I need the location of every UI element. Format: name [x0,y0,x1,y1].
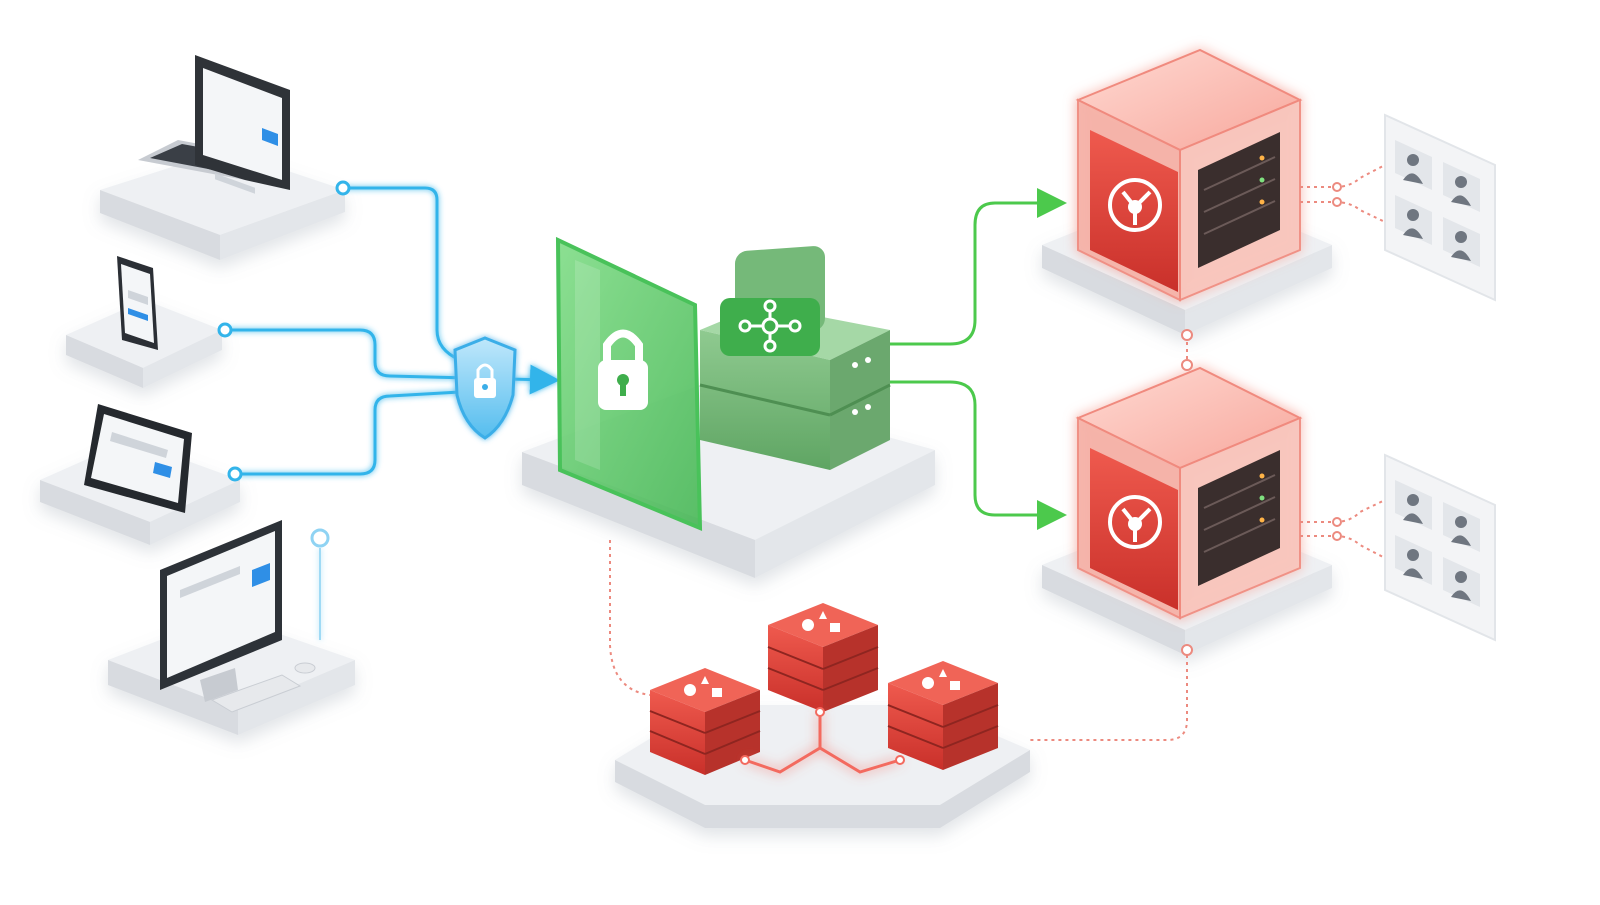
tablet-client [40,404,240,545]
server-cube-bottom [1042,368,1332,655]
user-panel-top [1385,115,1495,300]
server-stack-icon [700,245,890,470]
desktop-client [108,520,355,735]
laptop-link [343,188,460,360]
desktop-port [312,530,328,546]
cache-cluster [615,603,1030,828]
tablet-port [229,468,241,480]
shield-lock-icon [455,338,515,438]
database-stack-icon [768,603,878,712]
gateway-to-top-server [890,203,1055,344]
smartphone-client [66,256,222,388]
gateway-node [522,240,935,578]
laptop-port [337,182,349,194]
user-links [1300,165,1385,558]
laptop-client [100,55,345,260]
smartphone-icon [117,256,158,350]
network-hub-icon [720,298,820,356]
phone-port [219,324,231,336]
user-panel-bottom [1385,455,1495,640]
server-cube-top [1042,50,1332,335]
tablet-link [235,392,460,474]
database-stack-icon [888,661,998,770]
